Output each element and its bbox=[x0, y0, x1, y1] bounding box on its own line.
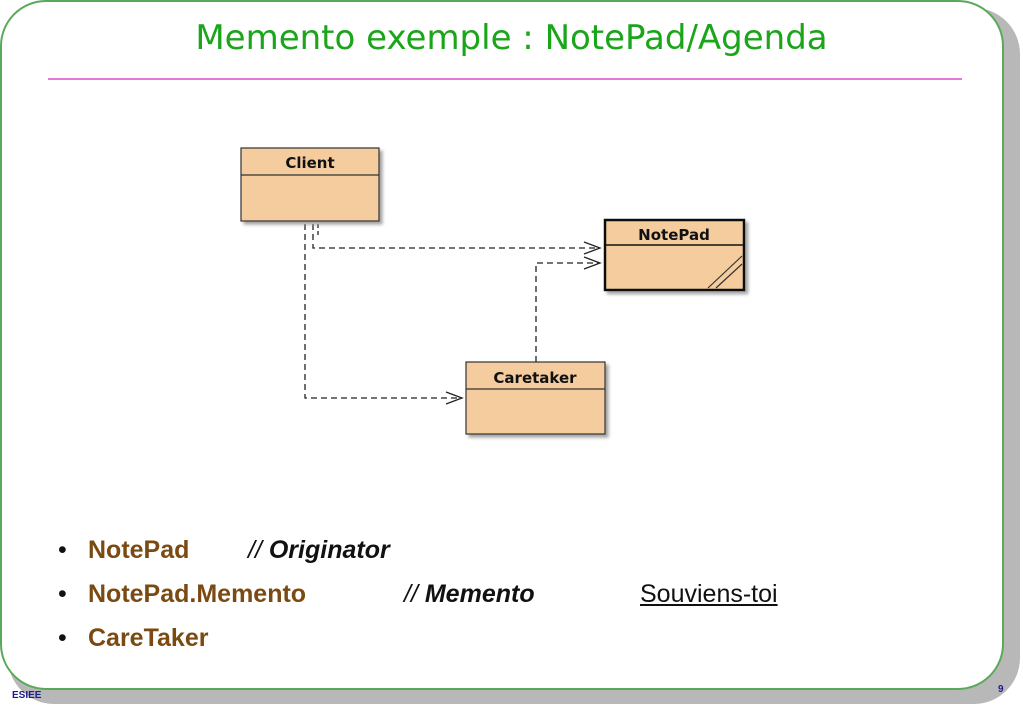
dependency-lines bbox=[304, 224, 598, 399]
bullet-name: NotePad.Memento bbox=[88, 580, 307, 608]
arrowhead-notepad-upper bbox=[583, 241, 602, 255]
class-caretaker-name: Caretaker bbox=[493, 369, 577, 387]
bullet-comment: // Memento bbox=[404, 580, 535, 608]
dependency-client-to-notepad bbox=[312, 224, 598, 249]
bullet-comment: // Originator bbox=[248, 536, 390, 564]
bullet-note: Souviens-toi bbox=[640, 580, 778, 608]
slide-frame bbox=[0, 0, 1004, 690]
bullet-dot: • bbox=[58, 536, 67, 564]
bullet-dot: • bbox=[58, 624, 67, 652]
bullet-dot: • bbox=[58, 580, 67, 608]
title-divider bbox=[48, 78, 962, 80]
bullet-name: NotePad bbox=[88, 536, 190, 564]
class-notepad-name: NotePad bbox=[638, 226, 710, 244]
notepad-corner-mark bbox=[707, 255, 743, 289]
slide-title: Memento exemple : NotePad/Agenda bbox=[195, 18, 828, 58]
class-client: Client bbox=[240, 147, 380, 222]
dependency-caretaker-to-notepad bbox=[535, 262, 598, 362]
footer-esiee: ESIEE bbox=[12, 690, 42, 701]
bullet-name: CareTaker bbox=[88, 624, 209, 652]
class-caretaker: Caretaker bbox=[465, 361, 606, 435]
page-number: 9 bbox=[998, 684, 1004, 695]
class-notepad: NotePad bbox=[603, 218, 746, 292]
class-client-name: Client bbox=[285, 154, 334, 172]
arrowhead-notepad-lower bbox=[583, 256, 602, 270]
dependency-client-to-caretaker bbox=[304, 224, 460, 399]
arrowhead-caretaker bbox=[445, 391, 464, 405]
